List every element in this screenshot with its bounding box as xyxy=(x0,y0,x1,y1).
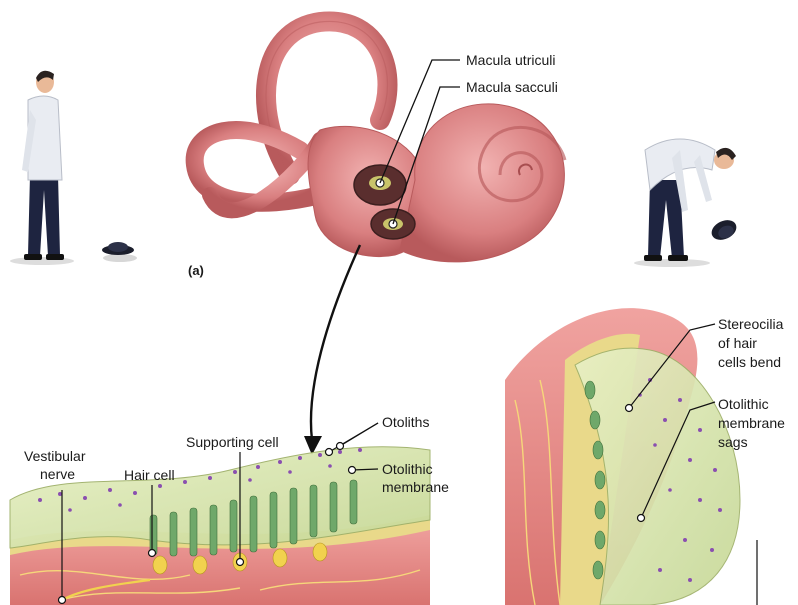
cochlea xyxy=(400,104,565,262)
label-macula-sacculi: Macula sacculi xyxy=(466,79,558,96)
bending-person-figure xyxy=(634,139,740,267)
label-otolithic-membrane-line2: membrane xyxy=(382,479,449,496)
label-stereocilia-line3: cells bend xyxy=(718,354,781,371)
label-membrane-sags-line2: membrane xyxy=(718,415,785,432)
label-membrane-sags-line3: sags xyxy=(718,434,748,451)
panel-label-a: (a) xyxy=(188,262,204,279)
standing-person-figure xyxy=(10,71,74,265)
label-macula-utriculi: Macula utriculi xyxy=(466,52,555,69)
label-otoliths: Otoliths xyxy=(382,414,429,431)
label-vestibular-nerve-line2: nerve xyxy=(40,466,75,483)
label-vestibular-nerve-line1: Vestibular xyxy=(24,448,85,465)
label-stereocilia-line2: of hair xyxy=(718,335,757,352)
label-supporting-cell: Supporting cell xyxy=(186,434,279,451)
label-stereocilia-line1: Stereocilia xyxy=(718,316,783,333)
utricle-cutaway xyxy=(354,165,406,205)
label-otolithic-membrane-line1: Otolithic xyxy=(382,461,433,478)
zoom-arrow xyxy=(304,245,360,455)
label-membrane-sags-line1: Otolithic xyxy=(718,396,769,413)
macula-tilted-detail xyxy=(505,308,740,605)
label-hair-cell: Hair cell xyxy=(124,467,175,484)
hat-on-floor xyxy=(102,242,137,262)
